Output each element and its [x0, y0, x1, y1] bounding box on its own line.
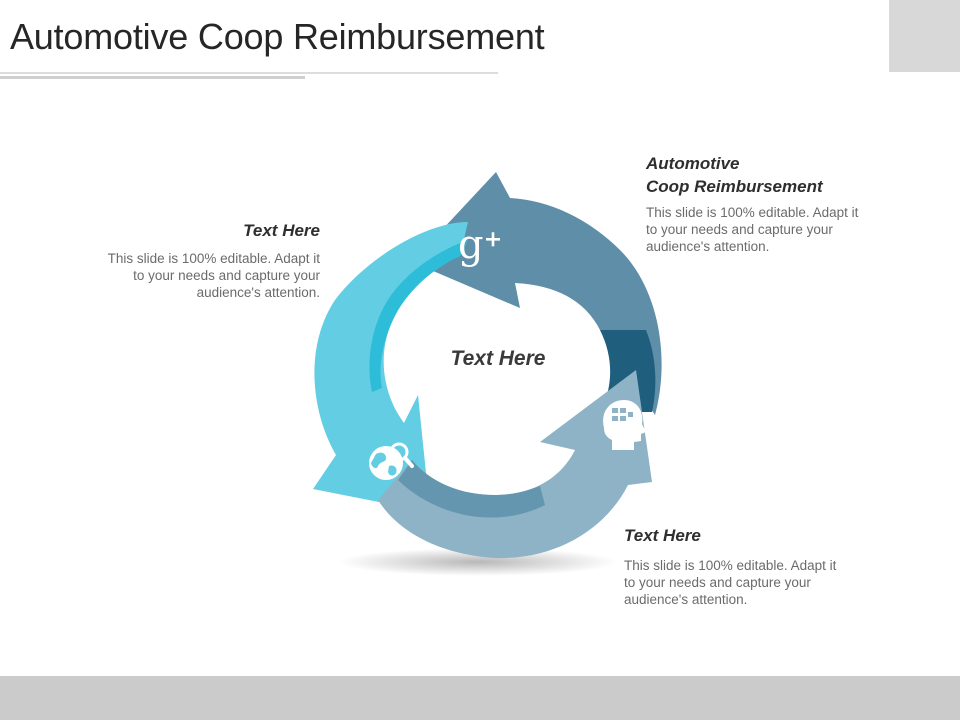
head-puzzle-icon: [603, 400, 646, 450]
title-underline-accent: [0, 76, 305, 79]
block-body: This slide is 100% editable. Adapt it to…: [80, 250, 320, 301]
block-heading-line: Automotive: [646, 154, 740, 173]
text-block-left: Text Here This slide is 100% editable. A…: [80, 219, 320, 301]
arrow-left: [313, 222, 468, 512]
block-body-line: to your needs and capture your: [646, 222, 833, 237]
block-body-line: audience's attention.: [646, 239, 770, 254]
block-heading: Text Here: [243, 221, 320, 240]
footer-bar: [0, 676, 960, 720]
corner-decoration: [889, 0, 960, 72]
center-label: Text Here: [450, 347, 546, 370]
globe-search-icon: [369, 442, 414, 480]
block-body-line: to your needs and capture your: [133, 268, 320, 283]
svg-text:g: g: [458, 222, 484, 268]
slide-title: Automotive Coop Reimbursement: [10, 16, 545, 57]
block-body-line: audience's attention.: [196, 285, 320, 300]
block-heading: Automotive Coop Reimbursement: [646, 152, 886, 198]
arrow-left-body: [313, 222, 468, 512]
arrow-top-body: [412, 172, 662, 415]
block-body-line: This slide is 100% editable. Adapt it: [646, 205, 859, 220]
text-block-bottom-right: Text Here This slide is 100% editable. A…: [624, 524, 864, 608]
block-body-line: This slide is 100% editable. Adapt it: [624, 558, 837, 573]
block-body: This slide is 100% editable. Adapt it to…: [624, 557, 864, 608]
block-heading-line: Coop Reimbursement: [646, 177, 823, 196]
arrow-bottom: [378, 370, 652, 559]
google-plus-icon: g: [458, 222, 500, 268]
arrow-bottom-inner: [398, 460, 545, 518]
text-block-top-right: Automotive Coop Reimbursement This slide…: [646, 152, 886, 255]
arrow-bottom-body: [378, 370, 652, 559]
block-body-line: to your needs and capture your: [624, 575, 811, 590]
diagram-shadow: [338, 548, 618, 576]
arrow-top: [412, 172, 662, 415]
block-body-line: This slide is 100% editable. Adapt it: [107, 251, 320, 266]
title-underline: [0, 72, 498, 74]
block-body-line: audience's attention.: [624, 592, 748, 607]
block-body: This slide is 100% editable. Adapt it to…: [646, 204, 886, 255]
block-heading: Text Here: [624, 526, 701, 545]
arrow-left-inner: [369, 240, 468, 392]
